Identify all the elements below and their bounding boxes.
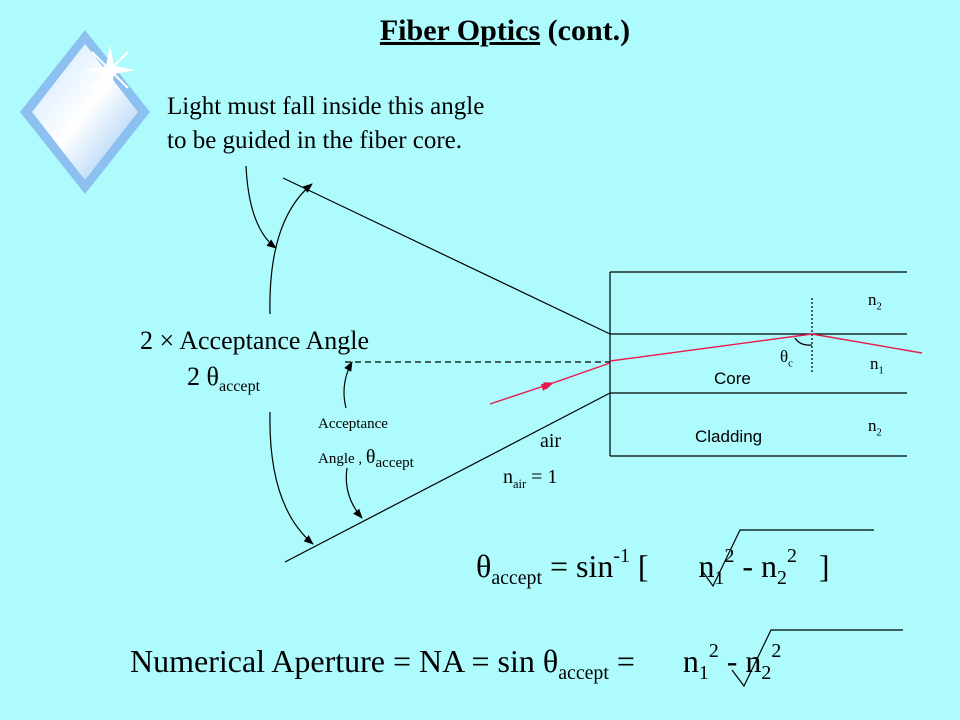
air-label: air xyxy=(540,430,562,452)
single-acceptance-label: Acceptance xyxy=(318,416,388,432)
page-title: Fiber Optics (cont.) xyxy=(0,14,960,48)
core-index: n1 xyxy=(870,354,884,376)
critical-angle-arc xyxy=(794,337,813,346)
acceptance-cone xyxy=(282,177,813,563)
single-angle-upper-arc xyxy=(343,361,353,409)
n1-symbol: n xyxy=(698,547,715,584)
sqrt-signs xyxy=(702,529,903,688)
index-subscript: 2 xyxy=(876,301,882,313)
n1-symbol: n xyxy=(682,642,699,679)
numerical-aperture-equation: Numerical Aperture = NA = sin θaccept = n… xyxy=(130,640,781,685)
n-symbol: n xyxy=(870,354,879,373)
note-line-2: to be guided in the fiber core. xyxy=(167,127,463,154)
acceptance-note: Light must fall inside this angle to be … xyxy=(167,90,484,158)
double-angle-lower-arc xyxy=(269,411,314,545)
cone-lower-edge xyxy=(284,392,611,563)
n-symbol: n xyxy=(868,416,877,435)
fiber-structure xyxy=(609,271,907,457)
double-angle-upper-arc xyxy=(269,183,313,315)
double-acceptance-symbol: 2 θaccept xyxy=(187,362,260,396)
n-symbol: n xyxy=(868,290,877,309)
n-symbol: n xyxy=(503,466,513,488)
n2-subscript: 2 xyxy=(777,566,787,589)
single-angle-lower-arc xyxy=(345,467,363,519)
n1-superscript: 2 xyxy=(708,640,719,662)
acceptance-angle-equation: θaccept = sin-1 [n12 - n22] xyxy=(476,545,830,590)
c-subscript: c xyxy=(788,358,793,370)
n1-superscript: 2 xyxy=(724,545,735,567)
air-subscript: air xyxy=(513,477,527,491)
n1-subscript: 1 xyxy=(698,661,709,684)
accept-subscript: accept xyxy=(375,455,414,471)
index-subscript: 1 xyxy=(878,365,884,377)
accept-subscript: accept xyxy=(558,661,609,684)
reflected-ray xyxy=(811,333,923,354)
cone-upper-edge xyxy=(282,177,611,335)
cladding-index-top: n2 xyxy=(868,290,882,312)
accept-subscript: accept xyxy=(491,566,542,589)
title-suffix: (cont.) xyxy=(547,14,631,47)
theta-symbol: θ xyxy=(206,362,219,391)
theta-symbol: θ xyxy=(476,547,492,584)
double-acceptance-prefix: 2 xyxy=(187,362,207,391)
n2-superscript: 2 xyxy=(786,545,797,567)
critical-angle-label: θc xyxy=(780,347,793,369)
equals-sign: = xyxy=(608,642,635,679)
cladding-index-bottom: n2 xyxy=(868,416,882,438)
inverse-superscript: -1 xyxy=(613,545,630,567)
close-bracket: ] xyxy=(818,547,830,584)
refracted-ray xyxy=(609,333,813,362)
air-index-value: = 1 xyxy=(526,466,558,488)
single-acceptance-prefix: Angle , xyxy=(318,451,366,467)
ray-arrowhead-icon xyxy=(541,383,553,391)
na-prefix: Numerical Aperture = NA = sin xyxy=(130,642,543,679)
note-pointer-arrow xyxy=(245,165,277,249)
single-acceptance-symbol: Angle , θaccept xyxy=(318,446,414,472)
equals-sin: = sin xyxy=(541,547,614,584)
theta-symbol: θ xyxy=(542,642,559,679)
sqrt-sign-eq1 xyxy=(702,529,874,588)
air-index-label: nair = 1 xyxy=(503,466,557,492)
theta-symbol: θ xyxy=(780,347,789,366)
diamond-sparkle-icon xyxy=(20,30,150,194)
theta-symbol: θ xyxy=(365,446,376,468)
accept-subscript: accept xyxy=(218,378,261,396)
angle-arrows xyxy=(245,165,813,545)
cladding-label: Cladding xyxy=(695,427,763,446)
title-main: Fiber Optics xyxy=(379,14,541,47)
double-acceptance-label: 2 × Acceptance Angle xyxy=(140,326,370,355)
core-label: Core xyxy=(714,369,751,388)
minus-n2: - n xyxy=(734,547,778,584)
n2-superscript: 2 xyxy=(771,640,782,662)
index-subscript: 2 xyxy=(876,427,882,439)
n2-subscript: 2 xyxy=(761,661,772,684)
open-bracket: [ xyxy=(629,547,649,584)
minus-n2: - n xyxy=(718,642,762,679)
sqrt-sign-eq2 xyxy=(731,629,903,688)
note-line-1: Light must fall inside this angle xyxy=(167,93,485,120)
n1-subscript: 1 xyxy=(714,566,725,589)
